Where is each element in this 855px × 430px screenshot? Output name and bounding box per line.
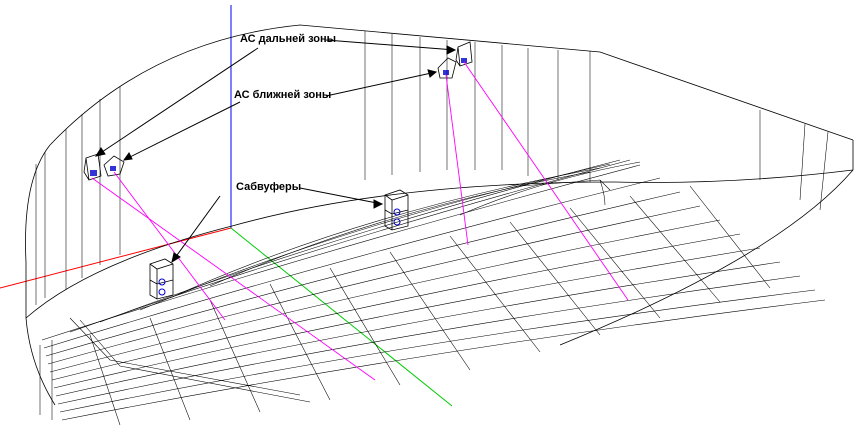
- label-near-zone: АС ближней зоны: [234, 89, 332, 101]
- speaker-near-zone-right: [437, 57, 457, 79]
- seating-rows: [39, 159, 826, 426]
- arrow-icon: [171, 195, 221, 263]
- speaker-far-zone-right: [455, 41, 473, 67]
- arrow-icon: [299, 187, 383, 205]
- wall-panels: [35, 31, 829, 305]
- speaker-near-zone-left: [103, 155, 125, 177]
- speaker-box-icon: [83, 153, 102, 181]
- hall-shell: [25, 24, 854, 406]
- label-far-zone: АС дальней зоны: [240, 33, 337, 45]
- arrow-icon: [325, 71, 437, 97]
- arrow-icon: [325, 39, 456, 51]
- speaker-aim-lines: [91, 61, 629, 381]
- axis-x-line: [0, 227, 232, 289]
- label-subwoofers: Сабвуферы: [236, 181, 302, 193]
- annotation-arrows: [94, 39, 457, 264]
- subwoofer-box-icon: [149, 258, 174, 300]
- subwoofer-box-icon: [384, 189, 409, 231]
- arrow-icon: [123, 101, 241, 161]
- arrow-icon: [95, 47, 259, 157]
- subwoofer-left: [149, 258, 174, 300]
- speaker-box-icon: [455, 41, 473, 67]
- speaker-box-icon: [103, 155, 125, 177]
- speaker-box-icon: [437, 57, 457, 79]
- subwoofer-right: [384, 189, 409, 231]
- speaker-far-zone-left: [83, 153, 102, 181]
